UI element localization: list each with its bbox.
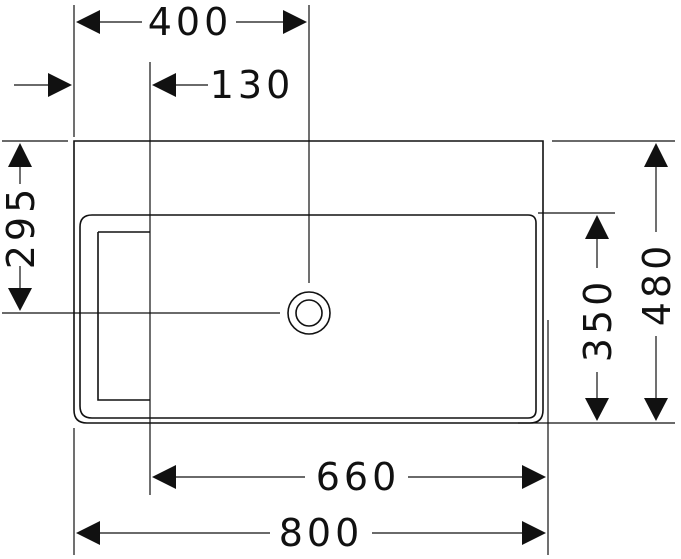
extension-lines <box>2 5 675 555</box>
dim-350-arrow-top <box>585 215 609 239</box>
dimension-800: 800 <box>76 511 546 555</box>
dimension-350: 350 <box>576 215 620 421</box>
dim-350-label: 350 <box>576 278 620 363</box>
dim-480-arrow-top <box>644 143 668 167</box>
dim-800-label: 800 <box>279 511 364 555</box>
dim-295-label: 295 <box>0 185 43 270</box>
dimension-400: 400 <box>76 0 307 44</box>
dim-400-arrow-left <box>76 10 100 34</box>
dim-130-arrow-right <box>48 73 72 97</box>
dim-660-label: 660 <box>316 455 401 499</box>
dimension-480: 480 <box>635 143 679 421</box>
dim-295-arrow-top <box>8 143 32 167</box>
dim-660-arrow-right <box>522 465 546 489</box>
dimension-295: 295 <box>0 143 43 311</box>
dim-800-arrow-left <box>76 521 100 545</box>
dimension-130: 130 <box>14 63 295 107</box>
dim-350-arrow-bottom <box>585 398 609 421</box>
dim-800-arrow-right <box>522 521 546 545</box>
dim-130-arrow-left <box>152 73 176 97</box>
shelf-compartment <box>97 231 150 401</box>
dim-400-label: 400 <box>148 0 233 44</box>
dim-130-label: 130 <box>210 63 295 107</box>
dim-480-arrow-bottom <box>644 398 668 421</box>
dim-660-arrow-left <box>152 465 176 489</box>
drain-outlet <box>287 291 331 335</box>
basin-inner-bowl <box>79 214 537 419</box>
dim-295-arrow-bottom <box>8 288 32 311</box>
dim-400-arrow-right <box>283 10 307 34</box>
dim-480-label: 480 <box>635 242 679 327</box>
dimension-660: 660 <box>152 455 546 499</box>
